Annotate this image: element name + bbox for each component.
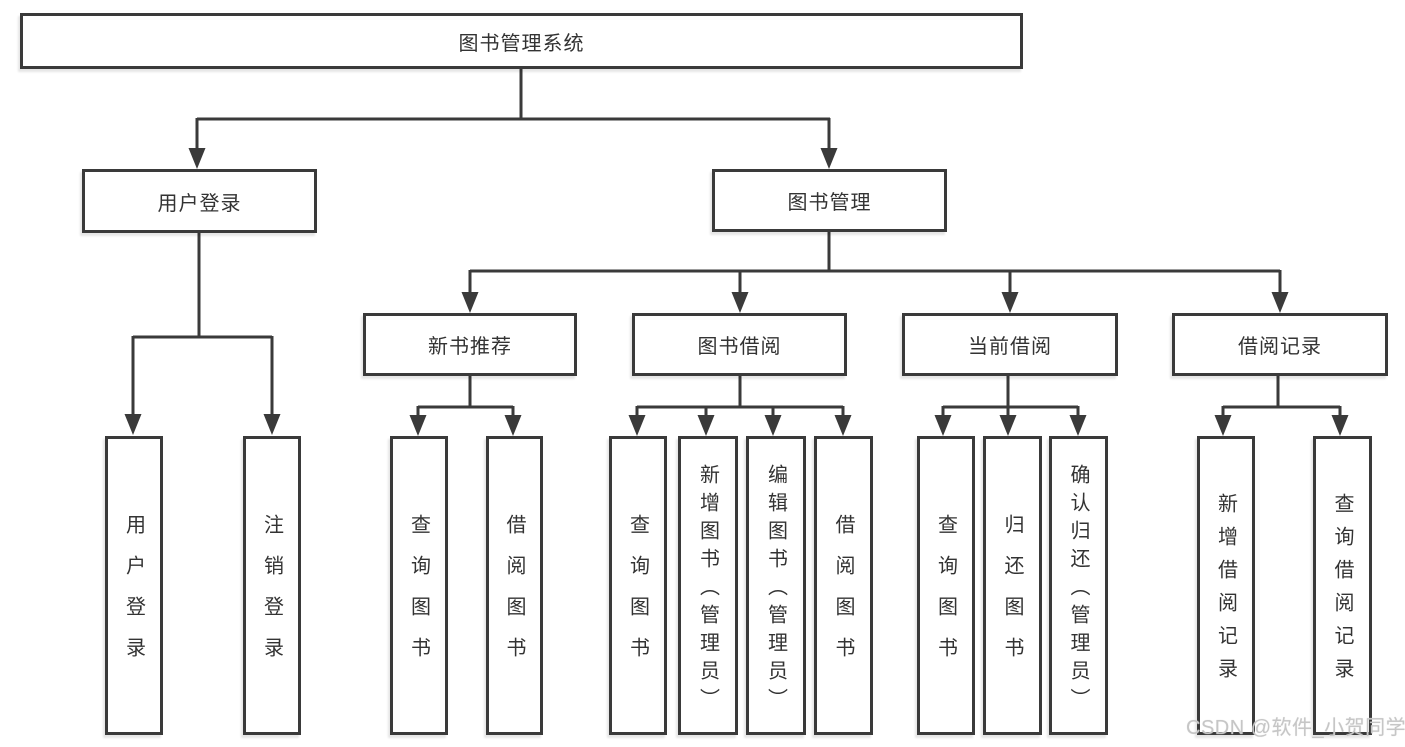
node-book-management: 图书管理 — [712, 169, 947, 232]
connector-shafts — [131, 69, 1342, 418]
node-user-login: 用户登录 — [82, 169, 317, 233]
node-label: 图书管理系统 — [458, 32, 585, 55]
leaf-label: 注销登录 — [260, 514, 283, 678]
csdn-watermark: CSDN @软件_小贺同学 — [1186, 717, 1405, 739]
leaf-label: 新增图书（管理员） — [696, 463, 719, 716]
leaf-query-books: 查询图书 — [917, 436, 975, 735]
leaf-borrow-books: 借阅图书 — [814, 436, 873, 735]
leaf-confirm-return-admin: 确认归还（管理员） — [1049, 436, 1108, 735]
leaf-label: 编辑图书（管理员） — [764, 463, 787, 716]
leaf-query-books: 查询图书 — [609, 436, 667, 735]
leaf-label: 用户登录 — [122, 514, 145, 678]
node-label: 当前借阅 — [968, 336, 1052, 358]
leaf-query-books: 查询图书 — [390, 436, 448, 735]
node-library-management-system: 图书管理系统 — [20, 13, 1023, 69]
node-book-borrowing: 图书借阅 — [632, 313, 847, 376]
node-label: 用户登录 — [157, 192, 242, 215]
leaf-label: 确认归还（管理员） — [1067, 463, 1089, 716]
leaf-add-books-admin: 新增图书（管理员） — [678, 436, 738, 735]
leaf-edit-books-admin: 编辑图书（管理员） — [746, 436, 806, 735]
leaf-logout: 注销登录 — [243, 436, 301, 735]
leaf-label: 查询图书 — [407, 514, 430, 678]
leaf-label: 新增借阅记录 — [1214, 493, 1237, 691]
leaf-label: 查询图书 — [626, 514, 649, 678]
node-label: 新书推荐 — [428, 336, 512, 358]
node-label: 图书管理 — [787, 192, 872, 214]
connector-arrowheads — [124, 148, 1349, 436]
node-label: 图书借阅 — [697, 336, 782, 358]
node-new-book-recommendation: 新书推荐 — [363, 313, 577, 376]
leaf-add-borrow-record: 新增借阅记录 — [1197, 436, 1255, 735]
leaf-return-books: 归还图书 — [983, 436, 1042, 735]
node-current-borrowing: 当前借阅 — [902, 313, 1118, 376]
leaf-label: 借阅图书 — [832, 514, 854, 678]
leaf-user-login: 用户登录 — [105, 436, 163, 735]
leaf-label: 归还图书 — [1001, 514, 1023, 678]
leaf-borrow-books: 借阅图书 — [486, 436, 543, 735]
node-label: 借阅记录 — [1238, 336, 1322, 358]
leaf-label: 借阅图书 — [503, 514, 525, 678]
leaf-query-borrow-record: 查询借阅记录 — [1313, 436, 1372, 735]
node-borrowing-records: 借阅记录 — [1172, 313, 1388, 376]
leaf-label: 查询图书 — [934, 514, 957, 678]
leaf-label: 查询借阅记录 — [1331, 493, 1353, 691]
